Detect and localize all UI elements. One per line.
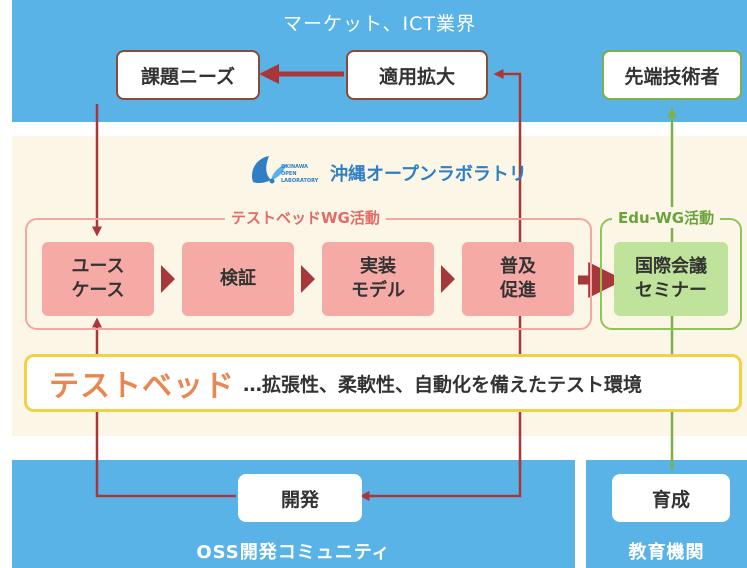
seminar-line2: セミナー: [635, 280, 707, 301]
step-implementation-line2: モデル: [351, 280, 405, 301]
oss-community-label: OSS開発コミュニティ: [196, 542, 391, 563]
step-implementation-model: 実装 モデル: [322, 242, 434, 316]
logo-line-1: OKINAWA: [281, 164, 308, 170]
step-usecase: ユース ケース: [42, 242, 154, 316]
training-box: 育成: [612, 474, 730, 522]
step-promotion: 普及 促進: [462, 242, 574, 316]
testbed-description: …拡張性、柔軟性、自動化を備えたテスト環境: [243, 373, 643, 396]
step-usecase-line2: ケース: [71, 280, 125, 301]
edu-wg-label: Edu-WG活動: [612, 207, 721, 228]
seminar-box: 国際会議 セミナー: [614, 242, 728, 316]
seminar-line1: 国際会議: [635, 255, 707, 277]
arrow-loop-to-expand: [493, 69, 522, 466]
chevron-right-icon: [441, 265, 455, 293]
development-box: 開発: [238, 474, 362, 522]
education-institution-label: 教育機関: [628, 542, 705, 563]
market-band-title: マーケット、ICT業界: [282, 13, 477, 35]
testbed-wg-label: テストベッドWG活動: [225, 207, 386, 228]
expand-box: 適用拡大: [346, 50, 488, 100]
step-usecase-line1: ユース: [71, 255, 125, 277]
testbed-banner: テストベッド …拡張性、柔軟性、自動化を備えたテスト環境: [24, 354, 742, 412]
step-implementation-line1: 実装: [360, 255, 396, 277]
lab-name: 沖縄オープンラボラトリ: [330, 164, 527, 185]
butterfly-logo-icon: [251, 156, 287, 184]
arrow-loop-to-dev: [359, 460, 522, 501]
logo-line-3: LABORATORY: [281, 178, 319, 184]
step-verification-line1: 検証: [220, 267, 256, 289]
advanced-engineers-box: 先端技術者: [602, 50, 742, 100]
needs-box: 課題ニーズ: [116, 50, 260, 100]
step-verification: 検証: [182, 242, 294, 316]
step-promotion-line2: 促進: [500, 280, 536, 301]
logo-line-2: OPEN: [281, 171, 297, 177]
chevron-right-icon: [301, 265, 315, 293]
okinawa-open-lab-logo: OKINAWA OPEN LABORATORY: [243, 150, 323, 192]
testbed-title: テストベッド: [49, 369, 235, 404]
chevron-right-icon: [161, 265, 175, 293]
step-promotion-line1: 普及: [500, 255, 536, 277]
